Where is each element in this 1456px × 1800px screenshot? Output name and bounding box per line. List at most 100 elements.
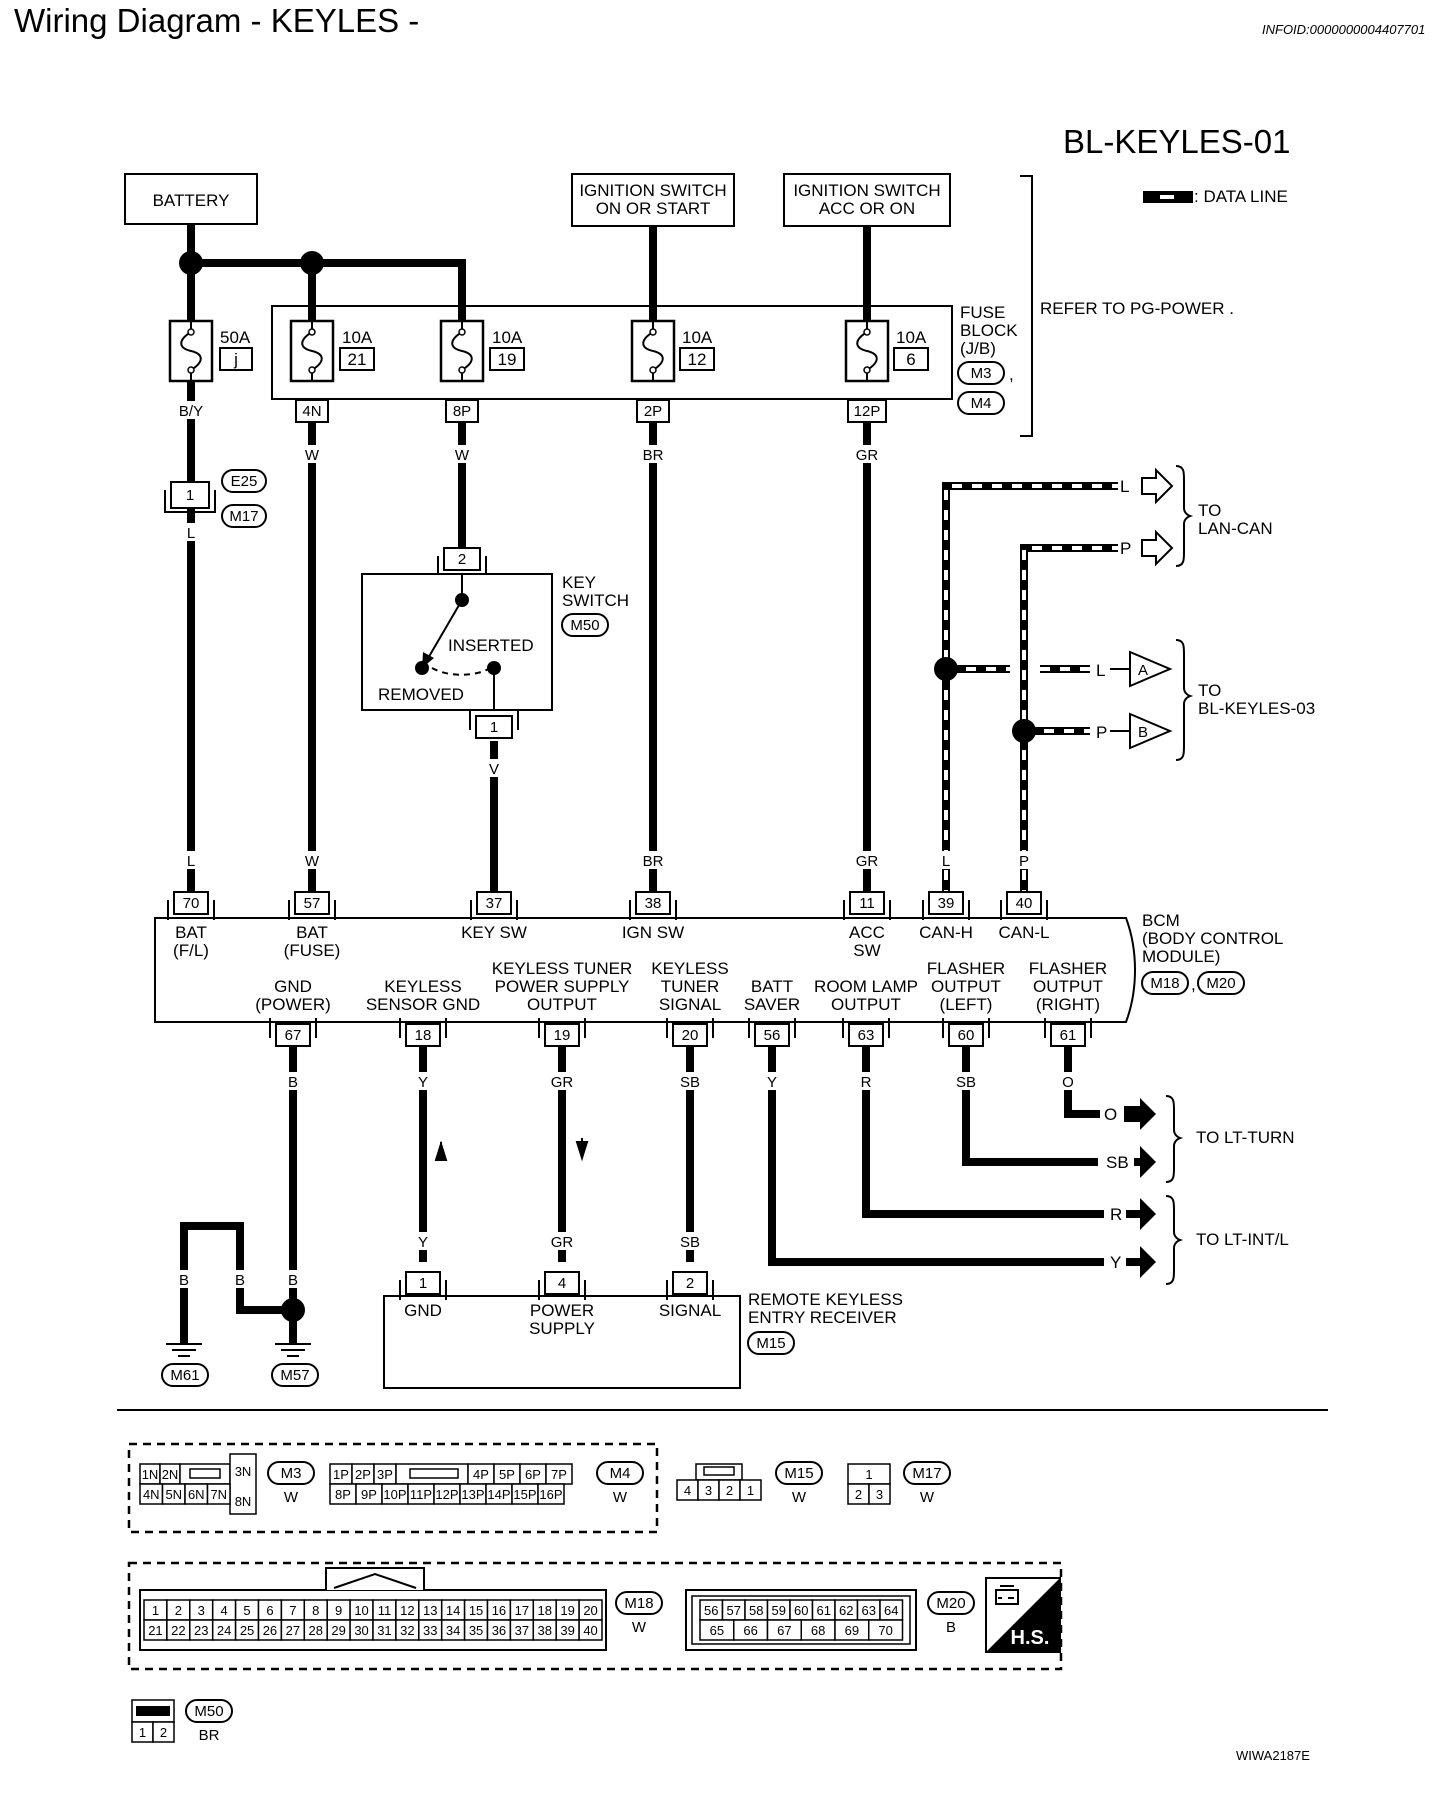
wire-label-gr2: GR — [856, 853, 879, 870]
bcm-bottom-pin-4-pin: 56 — [764, 1027, 781, 1044]
m15-pin-0: 4 — [684, 1483, 691, 1498]
wire-label-b2: B — [179, 1272, 189, 1289]
label-bg-y1 — [416, 1072, 430, 1090]
out-y-label-2: Y — [1110, 1253, 1121, 1272]
label-bg-gr2 — [853, 851, 881, 869]
bcm-bottom-pin-1-name-0: KEYLESS — [384, 977, 462, 996]
can-h-data-line-pattern — [944, 484, 1118, 900]
fuse-6-id: 6 — [906, 350, 915, 369]
lan-can-bracket — [1175, 465, 1194, 567]
out-sb-label-2: SB — [1106, 1153, 1129, 1172]
m4-pin-r2-8-cell — [537, 1483, 565, 1505]
bcm-bottom-pin-6-base — [942, 1018, 990, 1038]
m18-pin-r1-14: 15 — [469, 1603, 483, 1618]
fuse-12 — [630, 319, 676, 383]
receiver-pin-1-name-1: SUPPLY — [529, 1319, 595, 1338]
can-l-data-line — [1020, 544, 1118, 900]
wire-label-y1: Y — [418, 1074, 428, 1091]
m18-pin-r1-19: 20 — [583, 1603, 597, 1618]
e25-terminal — [170, 481, 210, 509]
label-bg-r1 — [859, 1072, 873, 1090]
label-bg-w2 — [452, 445, 472, 463]
m15-key-tab — [703, 1466, 735, 1476]
label-bg-b3 — [233, 1270, 247, 1288]
bcm-conn-comma: , — [1191, 975, 1196, 994]
keyles03-label-1: TO — [1198, 681, 1221, 700]
receiver-pin-1-name-0: POWER — [530, 1301, 594, 1320]
m3-pin-row2-2: 6N — [188, 1487, 205, 1502]
m18-pin-r1-15: 16 — [492, 1603, 506, 1618]
fuse-block-label-1: FUSE — [960, 303, 1005, 322]
label-bg-v — [486, 759, 502, 777]
ground-m61: M61 — [170, 1367, 199, 1384]
receiver-pin-0-pin: 1 — [419, 1275, 427, 1292]
bcm-bottom-pin-0-pin: 67 — [285, 1027, 302, 1044]
ignition-acc-on-line2: ACC OR ON — [819, 199, 915, 218]
m4-pin-r2-3: 11P — [410, 1487, 432, 1502]
bcm-bottom-pin-3-name-1: TUNER — [661, 977, 720, 996]
bcm-top-pin-4-name-1: SW — [853, 941, 880, 960]
bcm-top-pin-3-name-0: IGN SW — [622, 923, 684, 942]
diagram-id: BL-KEYLES-01 — [1063, 123, 1290, 160]
m20-pin-r1-0: 56 — [704, 1603, 718, 1618]
m4-pin-r1-4: 5P — [499, 1467, 515, 1482]
m3-key-tab — [189, 1468, 221, 1479]
label-bg-gr4 — [548, 1232, 576, 1250]
wire-label-w3: W — [305, 853, 320, 870]
terminal-4n-label: 4N — [302, 403, 321, 420]
fuse-21-amp: 10A — [342, 328, 373, 347]
m50-id: M50 — [194, 1703, 223, 1720]
lt-intl-label: TO LT-INT/L — [1196, 1230, 1289, 1249]
m4-color: W — [613, 1489, 628, 1506]
m4-pin-r2-1: 9P — [361, 1487, 377, 1502]
m3-pin-3n: 3N — [235, 1464, 252, 1479]
m4-id: M4 — [610, 1465, 631, 1482]
m3-pin-row2-0: 4N — [143, 1487, 160, 1502]
wire-label-b3: B — [235, 1272, 245, 1289]
wire-label-gr1: GR — [856, 447, 879, 464]
receiver-pin-1-pin: 4 — [558, 1275, 566, 1292]
bcm-bottom-pin-1-pin: 18 — [415, 1027, 432, 1044]
bcm-top-pin-2-pin: 37 — [486, 895, 503, 912]
data-line-legend-label: : DATA LINE — [1194, 187, 1288, 206]
bcm-top-pin-3 — [635, 891, 671, 915]
label-bg-l2 — [183, 851, 199, 869]
m4-pin-r1-1: 2P — [355, 1467, 371, 1482]
label-bg-sb1 — [676, 1072, 704, 1090]
receiver-pin-2-base — [666, 1280, 714, 1300]
m4-pin-r1-6: 7P — [551, 1467, 567, 1482]
bcm-conn-m20: M20 — [1206, 975, 1235, 992]
wire-label-b1: B — [288, 1074, 298, 1091]
wire-label-l1: L — [187, 525, 195, 542]
fuse-12-amp: 10A — [682, 328, 713, 347]
bcm-bottom-pin-0-name-0: GND — [274, 977, 312, 996]
m18-latch — [325, 1567, 425, 1590]
m3-pin-8n: 8N — [235, 1494, 252, 1509]
fuse-block-connector-m4: M4 — [971, 395, 992, 412]
receiver-box — [383, 1295, 741, 1389]
wire-label-sb1: SB — [680, 1074, 700, 1091]
hs-badge-icon — [995, 1585, 1019, 1605]
e25-conn: E25 — [231, 473, 258, 490]
key-switch-pin1 — [475, 715, 513, 739]
bcm-top-pin-0-pin: 70 — [183, 895, 200, 912]
m18-pin-r1-2: 3 — [198, 1603, 205, 1618]
bcm-top-pin-1-name-1: (FUSE) — [284, 941, 341, 960]
m4-pin-r2-0: 8P — [335, 1487, 351, 1502]
m4-pin-r2-4: 12P — [435, 1487, 458, 1502]
label-bg-gr3 — [548, 1072, 576, 1090]
ground-symbol-m61 — [166, 1343, 202, 1357]
keyles03-bracket — [1175, 639, 1194, 761]
info-id: INFOID:0000000004407701 — [1262, 22, 1426, 37]
m18-pin-r2-19: 40 — [583, 1623, 597, 1638]
lt-intl-bracket — [1165, 1195, 1184, 1285]
wire-label-y3: Y — [418, 1234, 428, 1251]
m18-pin-r1-18: 19 — [560, 1603, 574, 1618]
m20-pin-r2-3: 68 — [811, 1623, 825, 1638]
m18-pin-r1-13: 14 — [446, 1603, 460, 1618]
bcm-label-1: BCM — [1142, 911, 1180, 930]
hs-badge-label: H.S. — [1011, 1627, 1050, 1649]
ignition-on-start-line1: IGNITION SWITCH — [579, 181, 726, 200]
